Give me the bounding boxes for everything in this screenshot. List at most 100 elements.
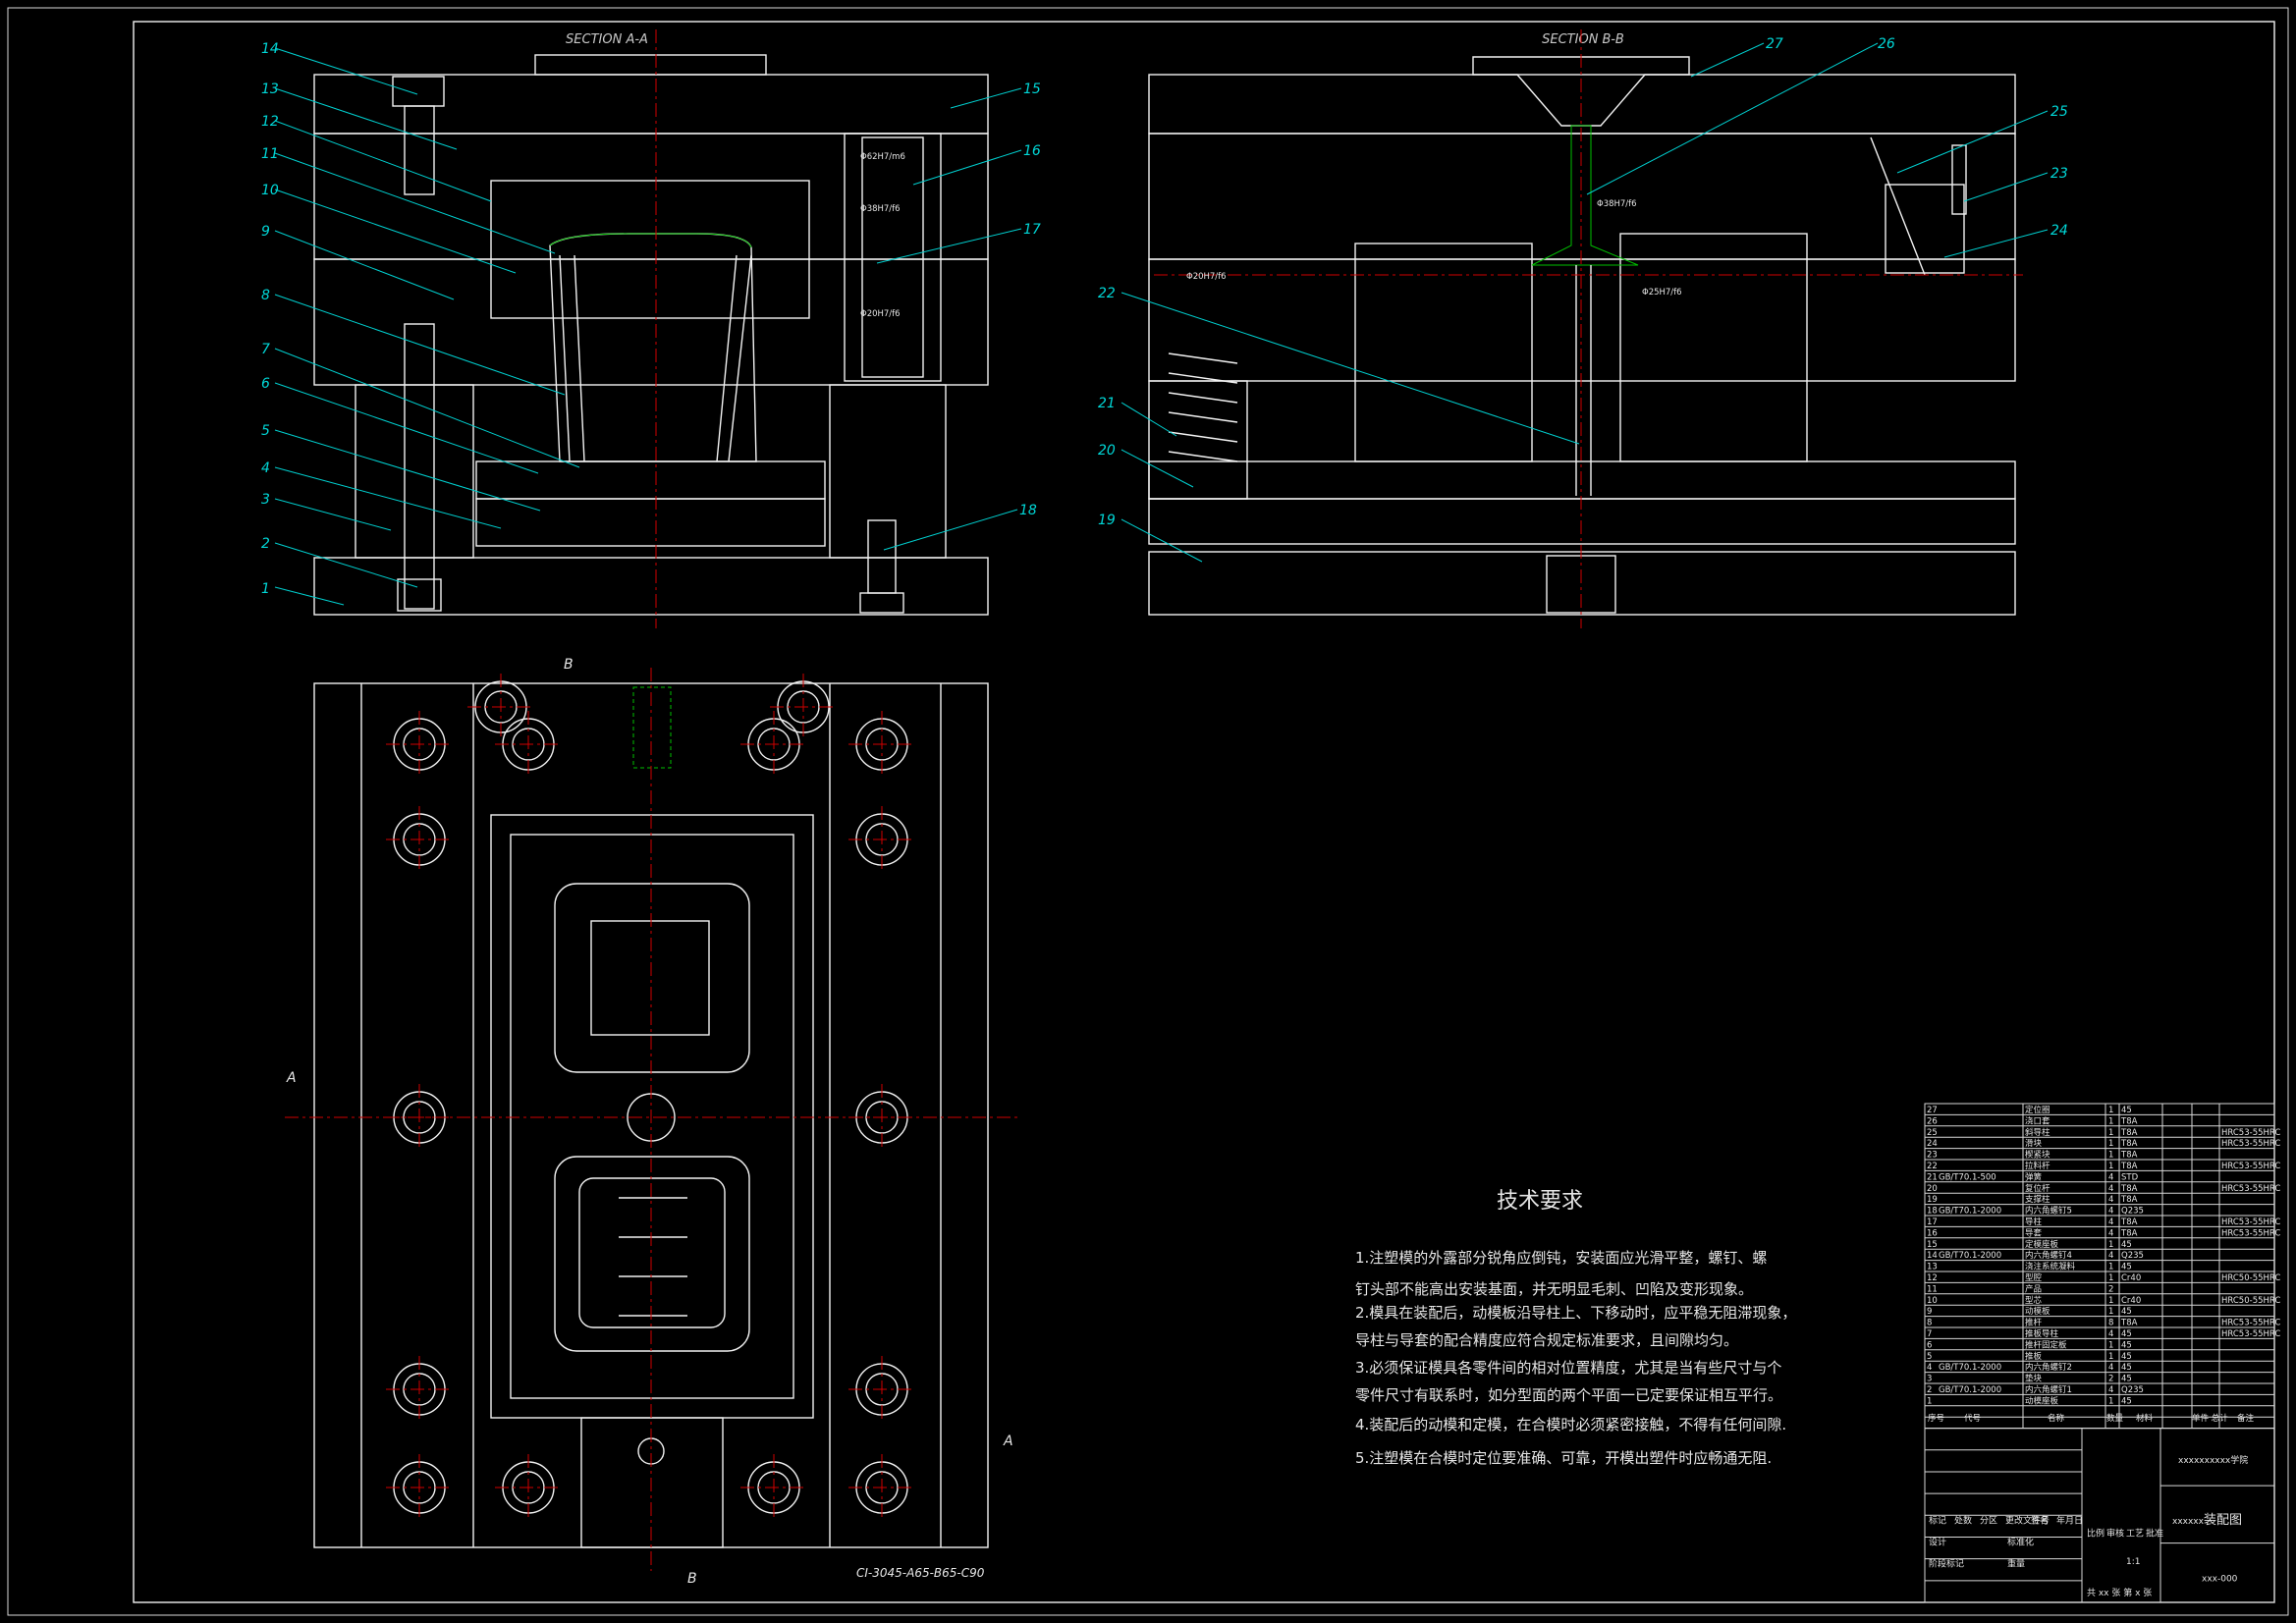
bom-cell: 10 — [1927, 1296, 1938, 1306]
drawing-name: xxxxxx装配图 — [2172, 1513, 2242, 1528]
bom-header-cell: 序号 — [1928, 1413, 1944, 1424]
tech-req-line: 2.模具在装配后，动模板沿导柱上、下移动时，应平稳无阻滞现象， — [1355, 1304, 1796, 1322]
bolt-hole-icon — [848, 806, 915, 873]
bom-cell: GB/T70.1-500 — [1939, 1172, 1996, 1182]
balloon-7: 7 — [261, 342, 270, 357]
bom-cell: 11 — [1927, 1284, 1938, 1294]
bom-cell: HRC53-55HRC — [2221, 1228, 2280, 1238]
bom-cell: HRC53-55HRC — [2221, 1162, 2280, 1171]
bom-cell: 1 — [2108, 1151, 2113, 1161]
bom-cell: 4 — [2108, 1363, 2113, 1373]
bom-cell: 21 — [1927, 1172, 1938, 1182]
bom-cell: 13 — [1927, 1263, 1938, 1272]
bom-cell: 9 — [1927, 1307, 1932, 1317]
fit-note: Φ20H7/f6 — [1186, 272, 1227, 282]
section-mark-b-bottom: B — [687, 1571, 697, 1587]
bom-cell: GB/T70.1-2000 — [1939, 1363, 2001, 1373]
bom-header-cell: 单件 总计 — [2192, 1413, 2228, 1424]
bom-cell: 滑块 — [2025, 1138, 2043, 1149]
title-block-label: 比例 — [2087, 1528, 2105, 1540]
bolt-hole-icon — [848, 1356, 915, 1423]
bom-cell: HRC53-55HRC — [2221, 1329, 2280, 1339]
balloon-2: 2 — [261, 536, 270, 552]
sheet-count: 共 xx 张 第 x 张 — [2087, 1587, 2152, 1598]
tech-req-line: 钉头部不能高出安装基面，并无明显毛刺、凹陷及变形现象。 — [1355, 1280, 1753, 1298]
bom-header-cell: 备注 — [2237, 1413, 2255, 1424]
bom-cell: HRC53-55HRC — [2221, 1139, 2280, 1149]
bom-cell: 22 — [1927, 1162, 1938, 1171]
bom-cell: 内六角螺钉1 — [2025, 1384, 2072, 1395]
bom-cell: 1 — [2108, 1340, 2113, 1350]
bom-cell: 1 — [2108, 1139, 2113, 1149]
section-b-balloons: 19 20 21 22 23 24 25 26 27 Φ38H7/f6 Φ20H… — [1098, 36, 2068, 563]
bom-cell: 斜导柱 — [2025, 1127, 2050, 1138]
bom-cell: 内六角螺钉5 — [2025, 1206, 2072, 1217]
bom-cell: 1 — [1927, 1396, 1932, 1406]
balloon-24: 24 — [2050, 223, 2068, 239]
bom-cell: 动模座板 — [2025, 1395, 2059, 1406]
bom-header-cell: 材料 — [2136, 1413, 2154, 1424]
bom-cell: T8A — [2120, 1128, 2138, 1138]
bom-cell: 17 — [1927, 1217, 1938, 1227]
bom-cell: 8 — [2108, 1319, 2113, 1328]
bom-cell: 4 — [2108, 1195, 2113, 1205]
bolt-hole-icon — [770, 674, 837, 740]
bom-cell: 45 — [2121, 1263, 2132, 1272]
balloon-19: 19 — [1098, 513, 1116, 528]
bom-cell: Q235 — [2121, 1207, 2144, 1217]
bom-cell: T8A — [2120, 1217, 2138, 1227]
bom-cell: 内六角螺钉2 — [2025, 1362, 2072, 1373]
balloon-12: 12 — [261, 114, 279, 130]
bom-cell: 1 — [2108, 1273, 2113, 1283]
balloon-1: 1 — [261, 581, 270, 597]
bom-cell: 23 — [1927, 1151, 1938, 1161]
bom-cell: 复位杆 — [2025, 1183, 2050, 1194]
bom-cell: GB/T70.1-2000 — [1939, 1251, 2001, 1261]
bom-cell: T8A — [2120, 1228, 2138, 1238]
bom-cell: 19 — [1927, 1195, 1938, 1205]
bom-cell: 14 — [1927, 1251, 1938, 1261]
balloon-13: 13 — [261, 81, 279, 97]
bom-cell: HRC53-55HRC — [2221, 1319, 2280, 1328]
bolt-hole-icon — [495, 711, 562, 778]
bom-header-cell: 名称 — [2048, 1413, 2065, 1424]
balloon-21: 21 — [1098, 396, 1116, 411]
bom-cell: 20 — [1927, 1184, 1938, 1194]
bom-cell: 拉料杆 — [2025, 1161, 2050, 1171]
bom-cell: 45 — [2121, 1352, 2132, 1362]
school-name: xxxxxxxxxx学院 — [2178, 1454, 2248, 1466]
bom-cell: 4 — [2108, 1217, 2113, 1227]
bom-cell: 45 — [2121, 1363, 2132, 1373]
bom-cell: 26 — [1927, 1116, 1938, 1126]
bom-cell: 动模板 — [2025, 1306, 2050, 1317]
bom-cell: T8A — [2120, 1184, 2138, 1194]
bom-cell: T8A — [2120, 1116, 2138, 1126]
balloon-11: 11 — [261, 146, 279, 162]
bom-cell: 45 — [2121, 1329, 2132, 1339]
section-a-balloons: 1 2 3 4 5 6 7 8 9 10 11 12 13 14 15 16 1… — [261, 41, 1041, 606]
bom-cell: 7 — [1927, 1329, 1932, 1339]
bom-cell: 45 — [2121, 1396, 2132, 1406]
bom-cell: Cr40 — [2121, 1273, 2141, 1283]
bom-cell: 垫块 — [2025, 1374, 2043, 1384]
drawing-frame — [7, 7, 2289, 1616]
bom-cell: T8A — [2120, 1162, 2138, 1171]
bom-cell: 导柱 — [2025, 1217, 2043, 1227]
section-b-b-title: SECTION B-B — [1542, 32, 1624, 47]
tech-req-title: 技术要求 — [1497, 1189, 1583, 1214]
tech-req-line: 导柱与导套的配合精度应符合规定标准要求，且间隙均匀。 — [1355, 1331, 1738, 1349]
bolt-hole-icon — [386, 1356, 453, 1423]
bolt-hole-icon — [386, 806, 453, 873]
section-mark-a-left: A — [286, 1070, 297, 1086]
